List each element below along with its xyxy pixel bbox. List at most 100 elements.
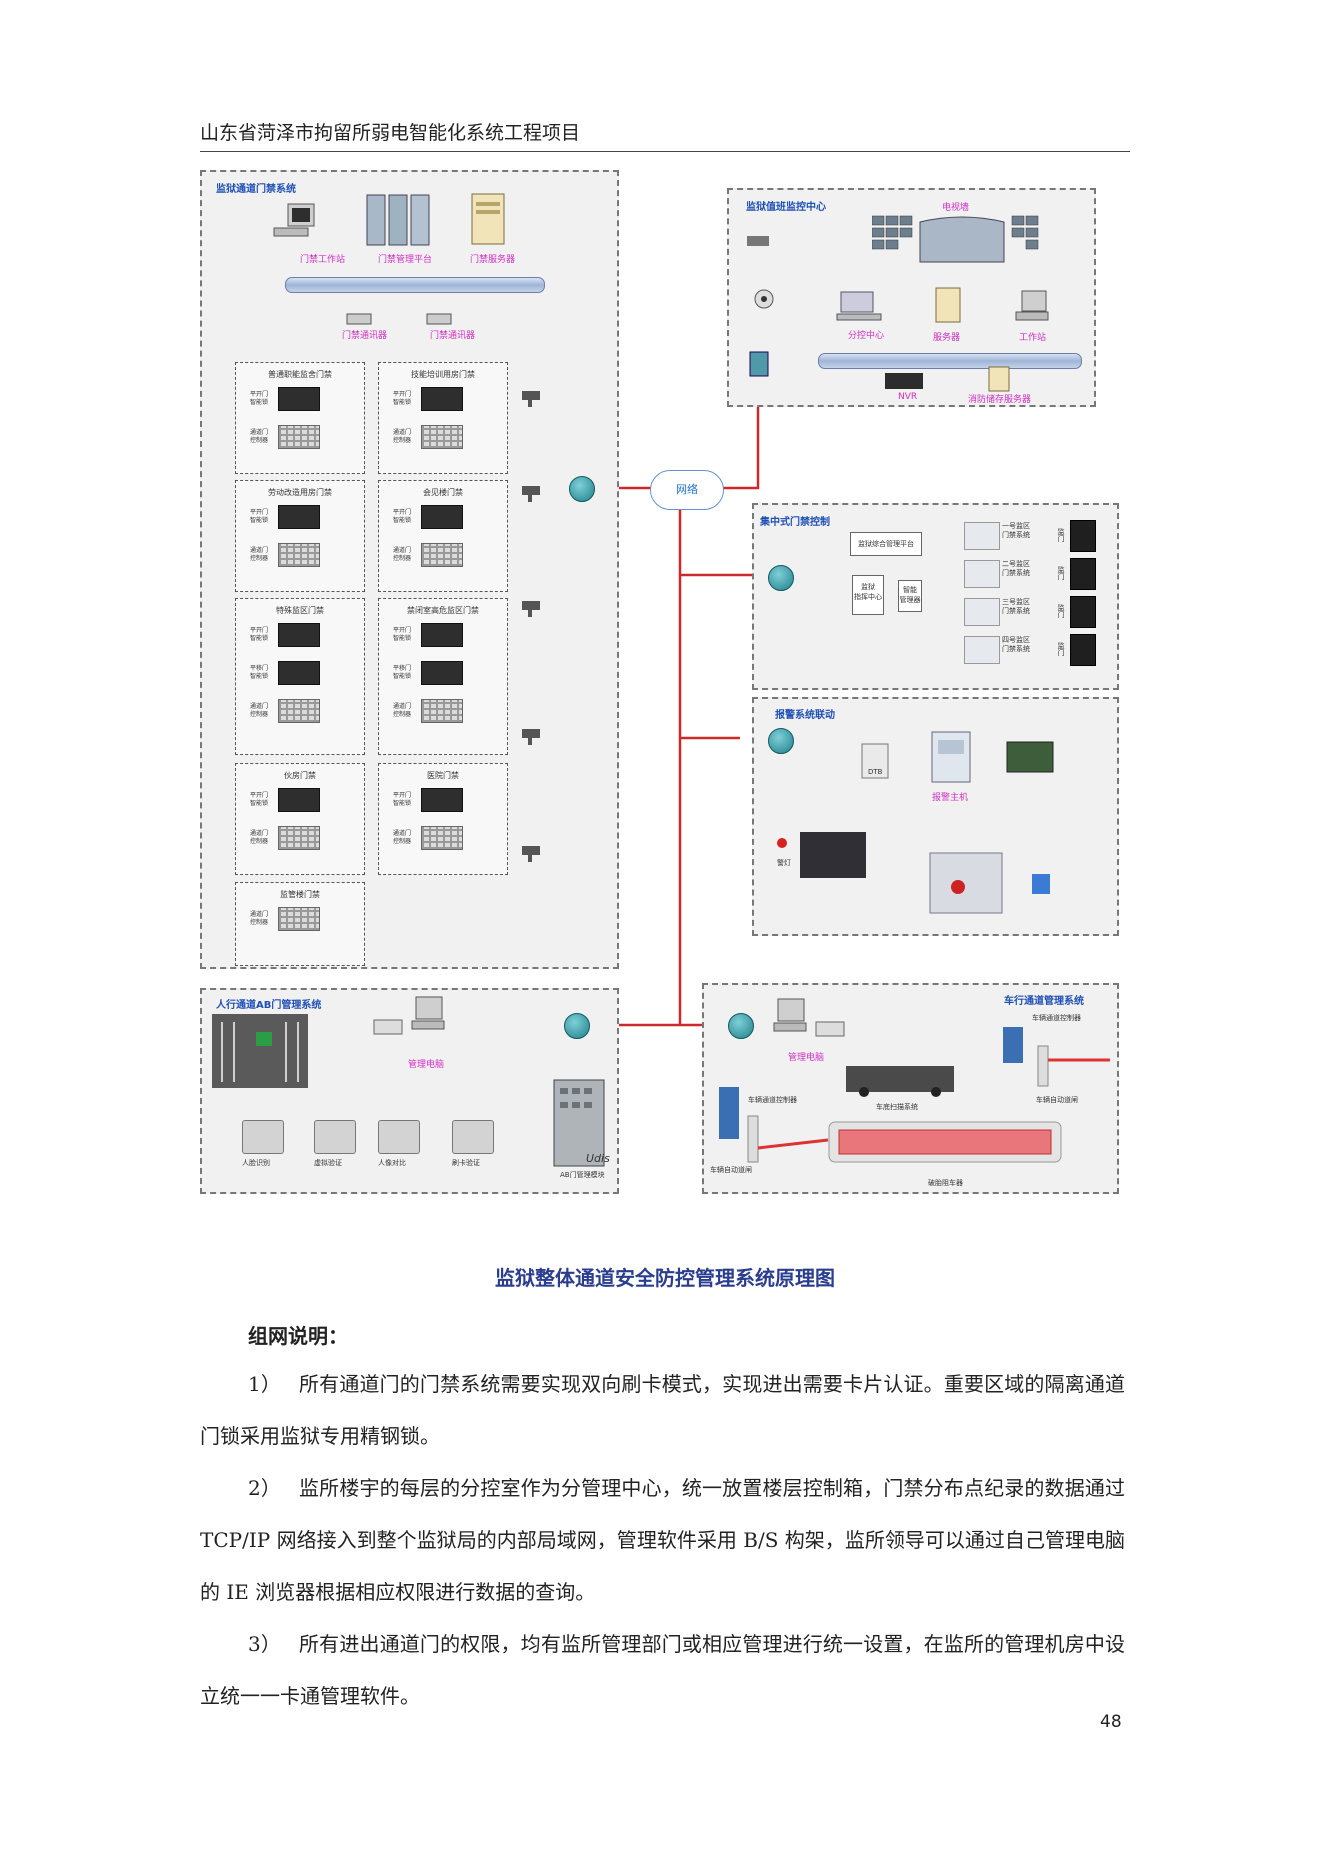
nvr-label: NVR xyxy=(898,392,918,402)
alarm-panel-title: 报警系统联动 xyxy=(775,710,835,721)
keypad-controller-icon xyxy=(421,826,463,850)
platform-label: 门禁管理平台 xyxy=(378,255,433,265)
pedestrian-panel-title: 人行通道AB门管理系统 xyxy=(216,1000,322,1011)
item-number: 3） xyxy=(248,1632,282,1656)
subpanel-title: 禁闭室高危监区门禁 xyxy=(407,606,479,615)
central-access-panel xyxy=(752,503,1119,690)
monitor-workstation-label: 工作站 xyxy=(1019,333,1047,343)
face-compare-camera-icon xyxy=(378,1120,420,1154)
subpanel-title: 医院门禁 xyxy=(427,771,459,780)
camera-icon xyxy=(518,723,546,751)
under-vehicle-scanner-icon xyxy=(840,1058,960,1102)
door-lock-icon xyxy=(421,788,463,812)
device-label: 通道门 控制器 xyxy=(393,547,412,562)
device-row: 通道门 控制器 xyxy=(393,425,463,449)
dtb-icon xyxy=(860,742,890,784)
door-lock-icon xyxy=(278,623,320,647)
gate-right-label: 车辆自动道闸 xyxy=(1036,1096,1078,1104)
device-row: 通道门 控制器 xyxy=(250,699,320,723)
paragraph-2: 2）监所楼宇的每层的分控室作为分管理中心，统一放置楼层控制箱，门禁分布点纪录的数… xyxy=(200,1462,1125,1618)
item-text: 监所楼宇的每层的分控室作为分管理中心，统一放置楼层控制箱，门禁分布点纪录的数据通… xyxy=(200,1476,1125,1604)
central-box2: 监狱 指挥中心 xyxy=(852,575,884,615)
controller-icon xyxy=(964,598,1000,626)
device-label: 平开门 智能锁 xyxy=(393,792,412,807)
subpanel-title: 劳动改造用房门禁 xyxy=(268,488,332,497)
device-label: 通道门 控制器 xyxy=(250,911,269,926)
device-label: 人脸识别 xyxy=(242,1159,270,1167)
face-recognition-icon xyxy=(242,1120,284,1154)
device-label: 平开门 智能锁 xyxy=(250,627,269,642)
device-row: 通道门 控制器 xyxy=(250,425,320,449)
workstation-icon xyxy=(270,200,320,242)
workstation-icon xyxy=(770,997,810,1041)
server-icon xyxy=(468,190,508,246)
nvr-icon xyxy=(798,830,868,884)
dtb-label: DTB xyxy=(868,768,883,776)
access-bus xyxy=(285,277,545,293)
keypad-controller-icon xyxy=(278,826,320,850)
vehicle-panel-title: 车行通道管理系统 xyxy=(1004,996,1084,1007)
network-cloud: 网络 xyxy=(650,470,724,510)
paragraph-1: 1）所有通道门的门禁系统需要实现双向刷卡模式，实现进出需要卡片认证。重要区域的隔… xyxy=(200,1358,1125,1462)
controller-right-label: 车辆通道控制器 xyxy=(1032,1014,1081,1022)
printer-icon xyxy=(812,1012,848,1046)
keypad-controller-icon xyxy=(421,543,463,567)
monitor-panel-title: 监狱值班监控中心 xyxy=(746,202,826,213)
video-wall-icon xyxy=(871,212,1052,268)
central-box3: 智能 管理器 xyxy=(898,580,922,612)
device-label: 平开门 智能锁 xyxy=(250,391,269,406)
workstation-icon xyxy=(1012,288,1052,328)
router-icon xyxy=(564,1013,590,1039)
device-row: 通道门 控制器 xyxy=(393,699,463,723)
workstation-label: 门禁工作站 xyxy=(300,255,346,265)
door-subpanel: 医院门禁平开门 智能锁通道门 控制器 xyxy=(378,763,508,875)
camera-icon xyxy=(518,385,546,413)
door-lock-icon xyxy=(421,505,463,529)
comm-device-icon xyxy=(345,310,373,326)
comm1-label: 门禁通讯器 xyxy=(342,331,388,341)
siren-icon xyxy=(775,835,789,854)
device-label: 通道门 控制器 xyxy=(250,547,269,562)
door-lock-icon xyxy=(1070,596,1096,628)
device-label: 通道门 控制器 xyxy=(393,703,412,718)
camera-icon xyxy=(518,840,546,868)
subpanel-title: 会见楼门禁 xyxy=(423,488,463,497)
keypad-controller-icon xyxy=(421,425,463,449)
switch-icon xyxy=(748,350,770,382)
device-row: 通道门 控制器 xyxy=(250,543,320,567)
door-lock-icon xyxy=(278,387,320,411)
door-lock-icon xyxy=(421,661,463,685)
door-lock-icon xyxy=(278,505,320,529)
camera-icon xyxy=(518,595,546,623)
device-label: 通道门 控制器 xyxy=(250,703,269,718)
server-label: 门禁服务器 xyxy=(470,255,516,265)
device-row: 平开门 智能锁 xyxy=(393,505,463,529)
zone-label: 一号监区 门禁系统 xyxy=(1002,522,1030,539)
subpanel-title: 特殊监区门禁 xyxy=(276,606,324,615)
verification-terminal-icon xyxy=(314,1120,356,1154)
server-icon xyxy=(933,285,963,329)
door-label: 监门 xyxy=(1057,566,1065,580)
ab-label: AB门管理模块 xyxy=(560,1171,605,1179)
controller-icon xyxy=(964,636,1000,664)
door-lock-icon xyxy=(421,387,463,411)
card-reader-icon xyxy=(452,1120,494,1154)
door-subpanel: 普通职能监舍门禁平开门 智能锁通道门 控制器 xyxy=(235,362,365,474)
door-lock-icon xyxy=(1070,634,1096,666)
device-label: 平移门 智能锁 xyxy=(393,665,412,680)
subpanel-title: 伙房门禁 xyxy=(284,771,316,780)
item-number: 1） xyxy=(248,1372,282,1396)
controller-left-label: 车辆通道控制器 xyxy=(748,1096,797,1104)
system-diagram: 监狱通道门禁系统 门禁工作站 门禁管理平台 门禁服务器 门禁通讯器 门禁通讯器 … xyxy=(200,170,1130,1225)
zone-label: 三号监区 门禁系统 xyxy=(1002,598,1030,615)
barrier-gate-icon xyxy=(742,1110,832,1170)
circuit-board-icon xyxy=(1005,740,1055,778)
door-subpanel: 监管楼门禁通道门 控制器 xyxy=(235,882,365,966)
server-rack-icon xyxy=(362,190,437,250)
keypad-controller-icon xyxy=(278,425,320,449)
door-subpanel: 技能培训用房门禁平开门 智能锁通道门 控制器 xyxy=(378,362,508,474)
device-row: 平开门 智能锁 xyxy=(250,387,320,411)
router-icon xyxy=(728,1013,754,1039)
device-label: 通道门 控制器 xyxy=(250,830,269,845)
vehicle-controller-icon xyxy=(716,1085,742,1145)
